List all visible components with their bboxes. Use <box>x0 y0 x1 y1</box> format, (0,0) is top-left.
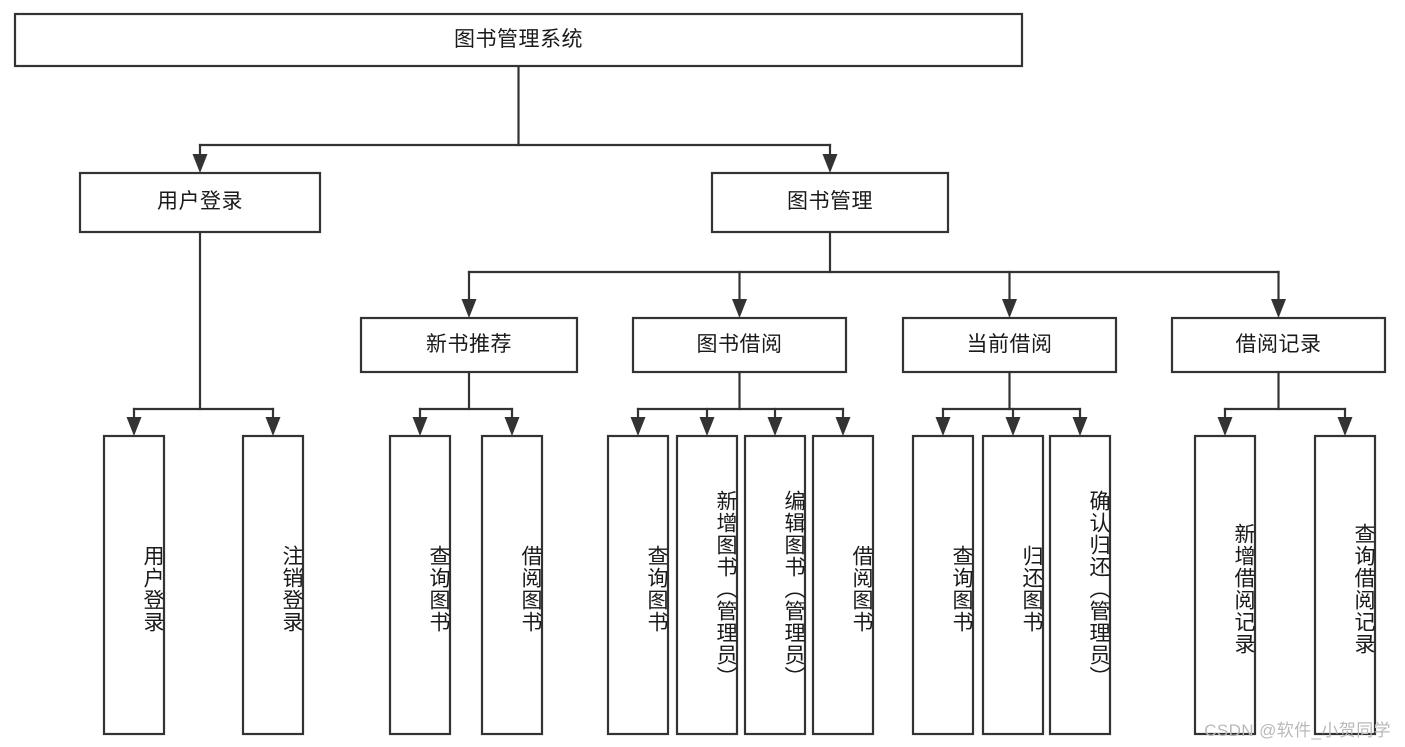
node-box-leaf-user-logout[interactable] <box>241 434 305 736</box>
arrow-to-leaf-borrow-edit-book <box>767 417 783 436</box>
node-box-leaf-borrow-add-book[interactable] <box>675 434 739 736</box>
node-box-leaf-cur-return-book[interactable] <box>981 434 1045 736</box>
node-box-leaf-rec-query-book[interactable] <box>388 434 452 736</box>
arrow-to-user-login <box>192 154 208 173</box>
arrow-to-new-book-recommend <box>461 299 477 318</box>
arrow-to-leaf-user-logout <box>265 417 281 436</box>
arrow-to-current-borrow <box>1002 299 1017 318</box>
node-box-leaf-borrow-borrow-book[interactable] <box>811 434 875 736</box>
arrow-to-leaf-rec-query-book <box>412 417 428 436</box>
arrow-to-leaf-rec-borrow-book <box>504 417 520 436</box>
arrow-to-leaf-cur-return-book <box>1005 417 1021 436</box>
node-box-leaf-borrow-query-book[interactable] <box>606 434 670 736</box>
node-box-root[interactable] <box>13 12 1024 68</box>
arrow-to-leaf-rec-add-record <box>1217 417 1233 436</box>
arrow-to-leaf-rec-query-record <box>1337 417 1353 436</box>
node-box-leaf-rec-borrow-book[interactable] <box>480 434 544 736</box>
arrow-to-leaf-cur-confirm-return <box>1072 417 1088 436</box>
node-box-new-book-recommend[interactable] <box>359 316 579 374</box>
node-box-borrow-record[interactable] <box>1170 316 1387 374</box>
connector-layer <box>126 64 1353 436</box>
arrow-to-book-manage <box>822 154 838 173</box>
arrow-to-leaf-user-login <box>126 417 142 436</box>
arrow-to-leaf-borrow-add-book <box>699 417 715 436</box>
node-box-user-login[interactable] <box>78 171 322 234</box>
arrow-to-leaf-cur-query-book <box>935 417 951 436</box>
node-box-leaf-rec-query-record[interactable] <box>1313 434 1377 736</box>
node-box-current-borrow[interactable] <box>901 316 1118 374</box>
arrow-to-book-borrow <box>732 299 747 318</box>
box-layer <box>13 12 1387 736</box>
arrow-to-leaf-borrow-query-book <box>630 417 646 436</box>
node-box-leaf-cur-query-book[interactable] <box>911 434 975 736</box>
node-box-leaf-borrow-edit-book[interactable] <box>743 434 807 736</box>
node-box-leaf-cur-confirm-return[interactable] <box>1048 434 1112 736</box>
arrow-to-borrow-record <box>1271 299 1286 318</box>
node-box-leaf-rec-add-record[interactable] <box>1193 434 1257 736</box>
node-box-book-borrow[interactable] <box>631 316 848 374</box>
node-box-leaf-user-login[interactable] <box>102 434 166 736</box>
arrow-to-leaf-borrow-borrow-book <box>835 417 851 436</box>
node-box-book-manage[interactable] <box>710 171 950 234</box>
